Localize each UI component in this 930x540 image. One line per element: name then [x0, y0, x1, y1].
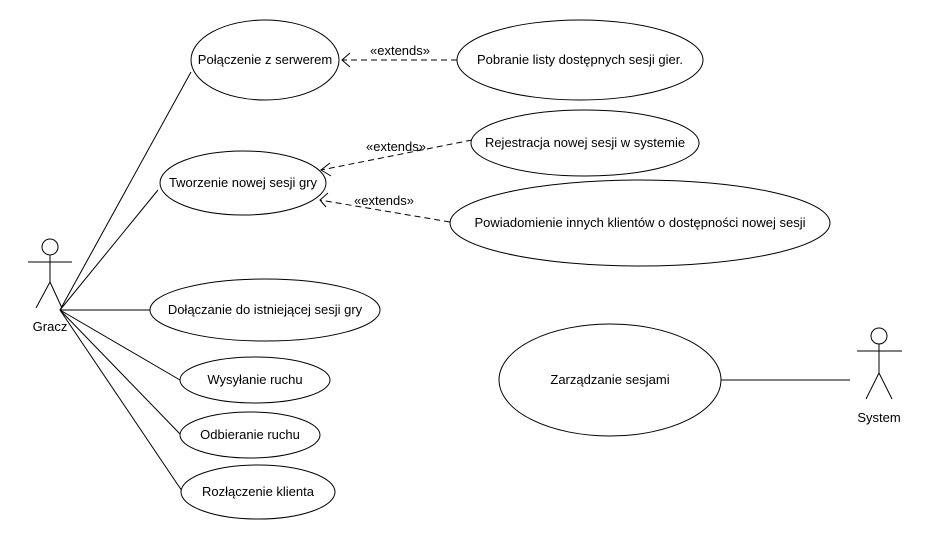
actor-label: Gracz: [33, 319, 68, 334]
assoc-connect: [59, 71, 192, 311]
use-case-label: Wysyłanie ruchu: [207, 372, 302, 387]
use-case-disconnect: Rozłączenie klienta: [180, 464, 336, 520]
extends-label-register: «extends»: [366, 139, 426, 154]
use-case-send-move: Wysyłanie ruchu: [179, 356, 331, 404]
assoc-send-move: [59, 309, 181, 381]
use-case-manage-sessions: Zarządzanie sesjami: [498, 323, 722, 437]
use-case-join-session: Dołączanie do istniejącej sesji gry: [149, 278, 381, 342]
stick-figure-icon: [28, 238, 72, 309]
use-case-label: Powiadomienie innych klientów o dostępno…: [475, 215, 806, 230]
use-case-label: Tworzenie nowej sesji gry: [169, 175, 318, 190]
use-case-fetch-sessions: Pobranie listy dostępnych sesji gier.: [456, 19, 704, 101]
player-associations: [59, 71, 192, 492]
actor-system: System: [857, 327, 902, 425]
use-case-label: Pobranie listy dostępnych sesji gier.: [477, 52, 683, 67]
use-case-register-session: Rejestracja nowej sesji w systemie: [470, 109, 700, 177]
actor-player: Gracz: [28, 238, 72, 334]
actor-label: System: [857, 410, 900, 425]
extends-dependency-register: [320, 139, 473, 177]
extends-label-fetch: «extends»: [370, 43, 430, 58]
use-case-receive-move: Odbieranie ruchu: [179, 411, 321, 459]
use-case-label: Zarządzanie sesjami: [550, 372, 669, 387]
assoc-receive-move: [59, 309, 182, 436]
assoc-disconnect: [59, 309, 183, 492]
extends-dependency-notify: [319, 192, 451, 223]
use-case-notify-clients: Powiadomienie innych klientów o dostępno…: [449, 179, 831, 267]
extends-dependency-fetch: [341, 52, 457, 68]
stick-figure-icon: [857, 327, 902, 400]
assoc-create-session: [59, 189, 159, 311]
use-case-label: Rejestracja nowej sesji w systemie: [485, 135, 685, 150]
use-case-label: Połączenie z serwerem: [198, 52, 332, 67]
use-case-label: Dołączanie do istniejącej sesji gry: [168, 302, 363, 317]
use-case-create-session: Tworzenie nowej sesji gry: [159, 150, 327, 216]
extends-label-notify: «extends»: [354, 193, 414, 208]
use-case-connect: Połączenie z serwerem: [190, 19, 340, 101]
use-case-label: Odbieranie ruchu: [200, 427, 300, 442]
use-case-label: Rozłączenie klienta: [202, 484, 315, 499]
